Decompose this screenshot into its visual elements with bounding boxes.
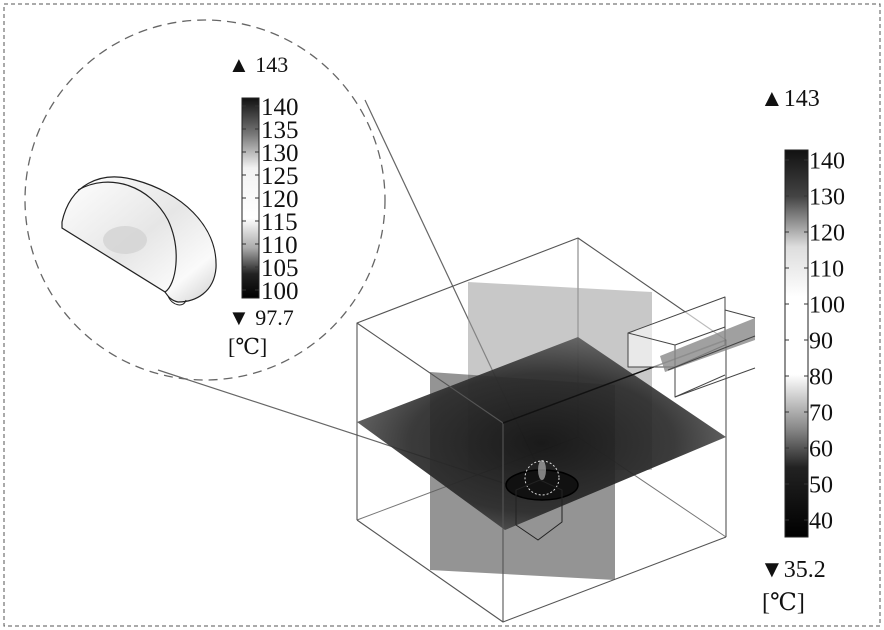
colorbar-tick-label: 135 (261, 117, 299, 144)
colorbar-tick-label: 40 (809, 508, 833, 534)
colorbar-tick-label: 110 (809, 256, 844, 282)
main-unit-label: [℃] (762, 590, 805, 616)
zoom-inset-circle (24, 19, 386, 381)
colorbar-tick-label: 60 (809, 436, 833, 462)
horizontal-slice (357, 337, 726, 530)
figure-border (3, 3, 881, 627)
colorbar-tick-label: 50 (809, 472, 833, 498)
colorbar-tick-label: 125 (261, 163, 299, 190)
colorbar-tick-label: 140 (809, 148, 845, 174)
inset-max-label: ▲ 143 (228, 52, 288, 77)
main-colorbar (784, 149, 809, 538)
colorbar-tick-label: 130 (261, 140, 299, 167)
colorbar-tick-label: 130 (809, 184, 845, 210)
colorbar-tick-label: 120 (809, 220, 845, 246)
colorbar-tick-label: 100 (809, 292, 845, 318)
colorbar-tick-label: 80 (809, 364, 833, 390)
heater-dome-shape (61, 176, 217, 306)
colorbar-tick-label: 70 (809, 400, 833, 426)
colorbar-tick-label: 90 (809, 328, 833, 354)
inset-min-label: ▼ 97.7 (228, 305, 294, 330)
colorbar-tick-label: 140 (261, 94, 299, 121)
colorbar-tick-label: 100 (261, 278, 299, 305)
colorbar-tick-label: 105 (261, 255, 299, 282)
simulation-domain-3d (356, 237, 756, 623)
inset-unit-label: [℃] (228, 334, 267, 359)
main-max-label: ▲143 (760, 86, 820, 112)
main-min-label: ▼35.2 (760, 557, 826, 583)
outlet-duct (627, 296, 756, 398)
colorbar-tick-label: 120 (261, 186, 299, 213)
main-color-legend: ▲143 140 130 120 110 100 90 80 70 60 50 40 ▼35.2 [… (760, 86, 845, 616)
colorbar-tick-label: 115 (261, 209, 298, 236)
colorbar-tick-label: 110 (261, 232, 298, 259)
